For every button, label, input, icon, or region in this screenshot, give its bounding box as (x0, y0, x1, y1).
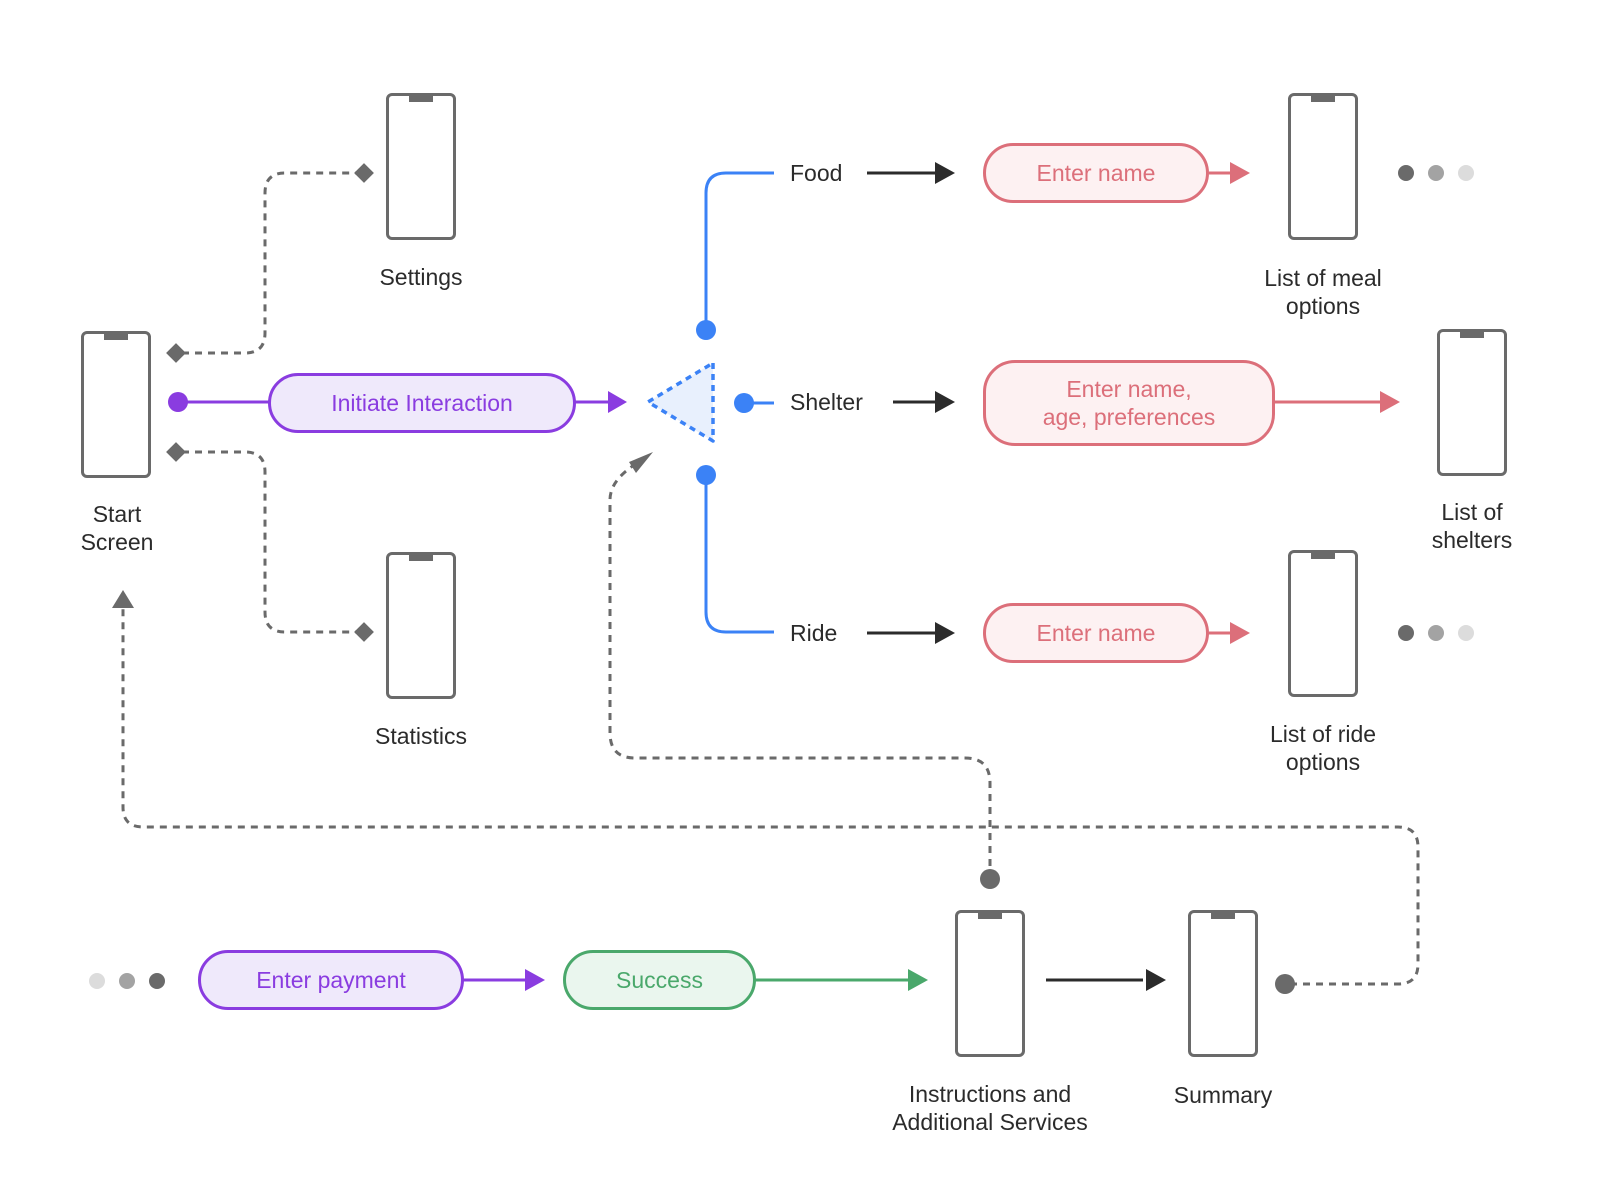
arrowhead-meal (1230, 162, 1250, 184)
label-branch-ride: Ride (790, 620, 838, 646)
arrowhead-summary (1146, 969, 1166, 991)
connector-start-settings (182, 171, 364, 355)
label-settings: Settings (379, 264, 463, 290)
phone-shelters (1437, 329, 1507, 476)
label-statistics: Statistics (374, 723, 468, 749)
arrowhead-ride (935, 622, 955, 644)
arrowhead-return-start (112, 590, 134, 608)
connector-instructions-decision (608, 458, 992, 879)
branch-ride-dot (696, 465, 716, 485)
connector-summary-start (121, 608, 1420, 986)
phone-start (81, 331, 151, 478)
phone-summary (1188, 910, 1258, 1057)
label-ride-options: List of ride options (1269, 721, 1377, 775)
label-branch-shelter: Shelter (790, 389, 863, 415)
connector-start-statistics (182, 450, 364, 634)
continuation-dots-ride (1398, 625, 1474, 641)
decision-triangle (646, 361, 715, 443)
pill-enter-payment: Enter payment (198, 950, 464, 1010)
phone-meal-options (1288, 93, 1358, 240)
dot (1428, 165, 1444, 181)
pill-enter-name-food: Enter name (983, 143, 1209, 203)
label-shelters: List of shelters (1431, 499, 1513, 553)
diamond-start-settings (166, 343, 186, 363)
pill-success: Success (563, 950, 756, 1010)
continuation-dots-meal (1398, 165, 1474, 181)
dot (119, 973, 135, 989)
phone-ride-options (1288, 550, 1358, 697)
pill-enter-name-ride: Enter name (983, 603, 1209, 663)
dot (1458, 165, 1474, 181)
phone-statistics (386, 552, 456, 699)
dot (89, 973, 105, 989)
phone-settings (386, 93, 456, 240)
dot (149, 973, 165, 989)
label-branch-food: Food (790, 160, 843, 186)
dot (1428, 625, 1444, 641)
arrowhead-shelters (1380, 391, 1400, 413)
arrowhead-initiate (608, 391, 627, 413)
instructions-top-dot (980, 869, 1000, 889)
arrowhead-food (935, 162, 955, 184)
diamond-settings (354, 163, 374, 183)
arrowhead-return-decision (629, 452, 653, 473)
summary-dot (1275, 974, 1295, 994)
label-instructions: Instructions and Additional Services (892, 1081, 1088, 1135)
arrowhead-ride-options (1230, 622, 1250, 644)
dot (1398, 625, 1414, 641)
arrowhead-shelter (935, 391, 955, 413)
phone-instructions (955, 910, 1025, 1057)
label-meal-options: List of meal options (1264, 265, 1382, 319)
arrowhead-payment (525, 969, 545, 991)
dot (1398, 165, 1414, 181)
pill-enter-name-shelter: Enter name, age, preferences (983, 360, 1275, 446)
label-start-screen: Start Screen (80, 501, 154, 555)
pill-initiate-interaction: Initiate Interaction (268, 373, 576, 433)
dot (1458, 625, 1474, 641)
diamond-statistics (354, 622, 374, 642)
branch-food-line (704, 171, 774, 330)
branch-ride-line (704, 475, 774, 634)
diamond-start-statistics (166, 442, 186, 462)
label-summary: Summary (1173, 1082, 1273, 1108)
arrowhead-success (908, 969, 928, 991)
continuation-dots-payment (89, 973, 165, 989)
branch-food-dot (696, 320, 716, 340)
